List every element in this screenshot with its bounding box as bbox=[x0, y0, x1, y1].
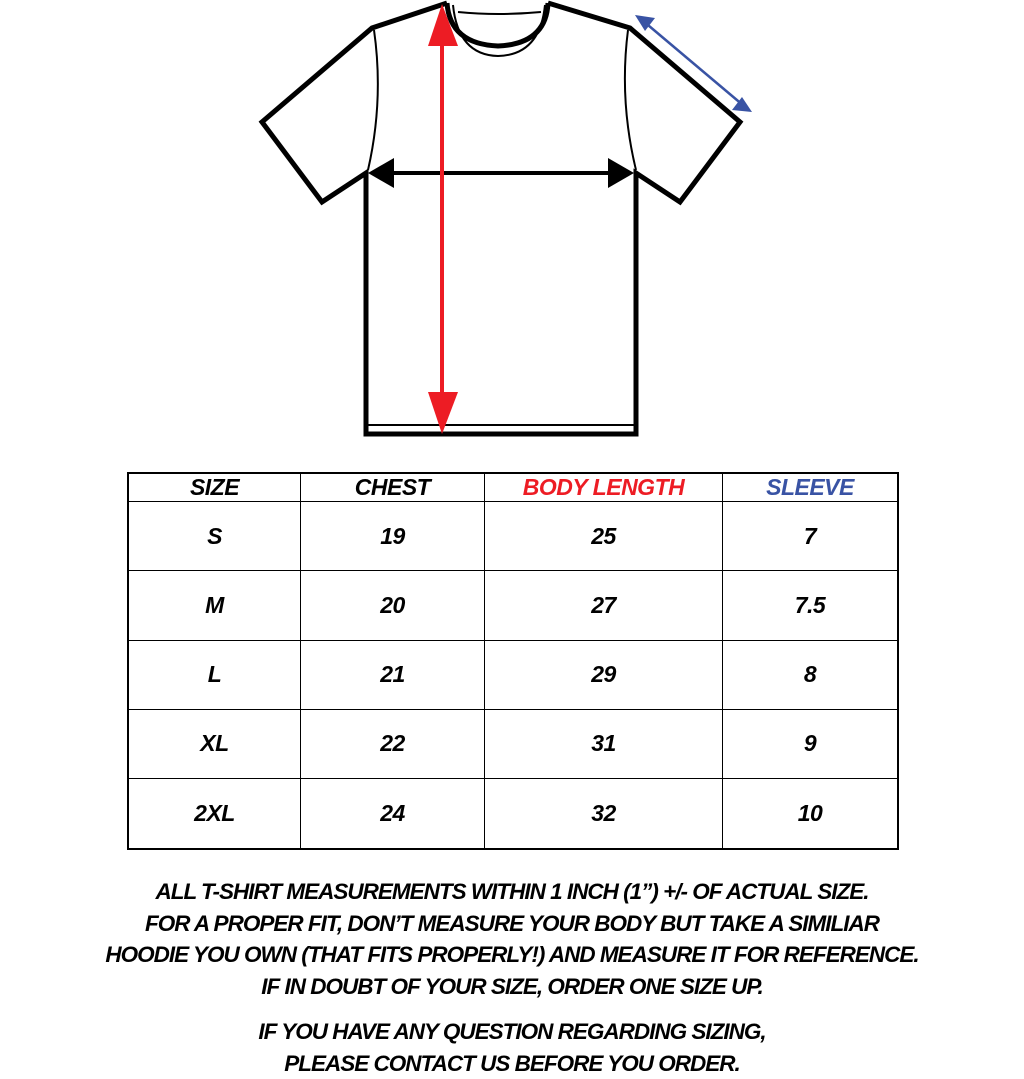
cell-body-length: 27 bbox=[485, 571, 723, 640]
cell-sleeve: 10 bbox=[723, 779, 899, 850]
note-line: IF IN DOUBT OF YOUR SIZE, ORDER ONE SIZE… bbox=[0, 971, 1024, 1003]
note-line: ALL T-SHIRT MEASUREMENTS WITHIN 1 INCH (… bbox=[0, 876, 1024, 908]
cell-size: L bbox=[128, 640, 301, 709]
size-chart-table: SIZE CHEST BODY LENGTH SLEEVE S 19 25 7 … bbox=[127, 472, 899, 850]
cell-body-length: 32 bbox=[485, 779, 723, 850]
cell-size: XL bbox=[128, 709, 301, 778]
note-line: FOR A PROPER FIT, DON’T MEASURE YOUR BOD… bbox=[0, 908, 1024, 940]
cell-body-length: 25 bbox=[485, 502, 723, 571]
cell-chest: 24 bbox=[301, 779, 485, 850]
cell-chest: 21 bbox=[301, 640, 485, 709]
cell-chest: 22 bbox=[301, 709, 485, 778]
table-row: 2XL 24 32 10 bbox=[128, 779, 898, 850]
cell-body-length: 31 bbox=[485, 709, 723, 778]
contact-line: IF YOU HAVE ANY QUESTION REGARDING SIZIN… bbox=[0, 1016, 1024, 1048]
contact-line: PLEASE CONTACT US BEFORE YOU ORDER. bbox=[0, 1048, 1024, 1079]
cell-sleeve: 8 bbox=[723, 640, 899, 709]
sleeve-arrow-icon bbox=[635, 15, 752, 112]
header-sleeve: SLEEVE bbox=[723, 473, 899, 502]
header-size: SIZE bbox=[128, 473, 301, 502]
tshirt-diagram bbox=[0, 0, 1024, 445]
cell-sleeve: 7.5 bbox=[723, 571, 899, 640]
table-row: M 20 27 7.5 bbox=[128, 571, 898, 640]
spacer bbox=[0, 1002, 1024, 1016]
chest-arrow-icon bbox=[368, 158, 634, 188]
sizing-notes: ALL T-SHIRT MEASUREMENTS WITHIN 1 INCH (… bbox=[0, 876, 1024, 1079]
header-chest: CHEST bbox=[301, 473, 485, 502]
cell-sleeve: 9 bbox=[723, 709, 899, 778]
table-row: L 21 29 8 bbox=[128, 640, 898, 709]
cell-size: 2XL bbox=[128, 779, 301, 850]
body-length-arrow-icon bbox=[428, 4, 458, 434]
cell-chest: 20 bbox=[301, 571, 485, 640]
table-row: S 19 25 7 bbox=[128, 502, 898, 571]
cell-body-length: 29 bbox=[485, 640, 723, 709]
cell-size: S bbox=[128, 502, 301, 571]
table-header-row: SIZE CHEST BODY LENGTH SLEEVE bbox=[128, 473, 898, 502]
cell-chest: 19 bbox=[301, 502, 485, 571]
tshirt-outline-icon bbox=[262, 3, 740, 434]
note-line: HOODIE YOU OWN (THAT FITS PROPERLY!) AND… bbox=[0, 939, 1024, 971]
cell-size: M bbox=[128, 571, 301, 640]
cell-sleeve: 7 bbox=[723, 502, 899, 571]
header-body-length: BODY LENGTH bbox=[485, 473, 723, 502]
table-row: XL 22 31 9 bbox=[128, 709, 898, 778]
